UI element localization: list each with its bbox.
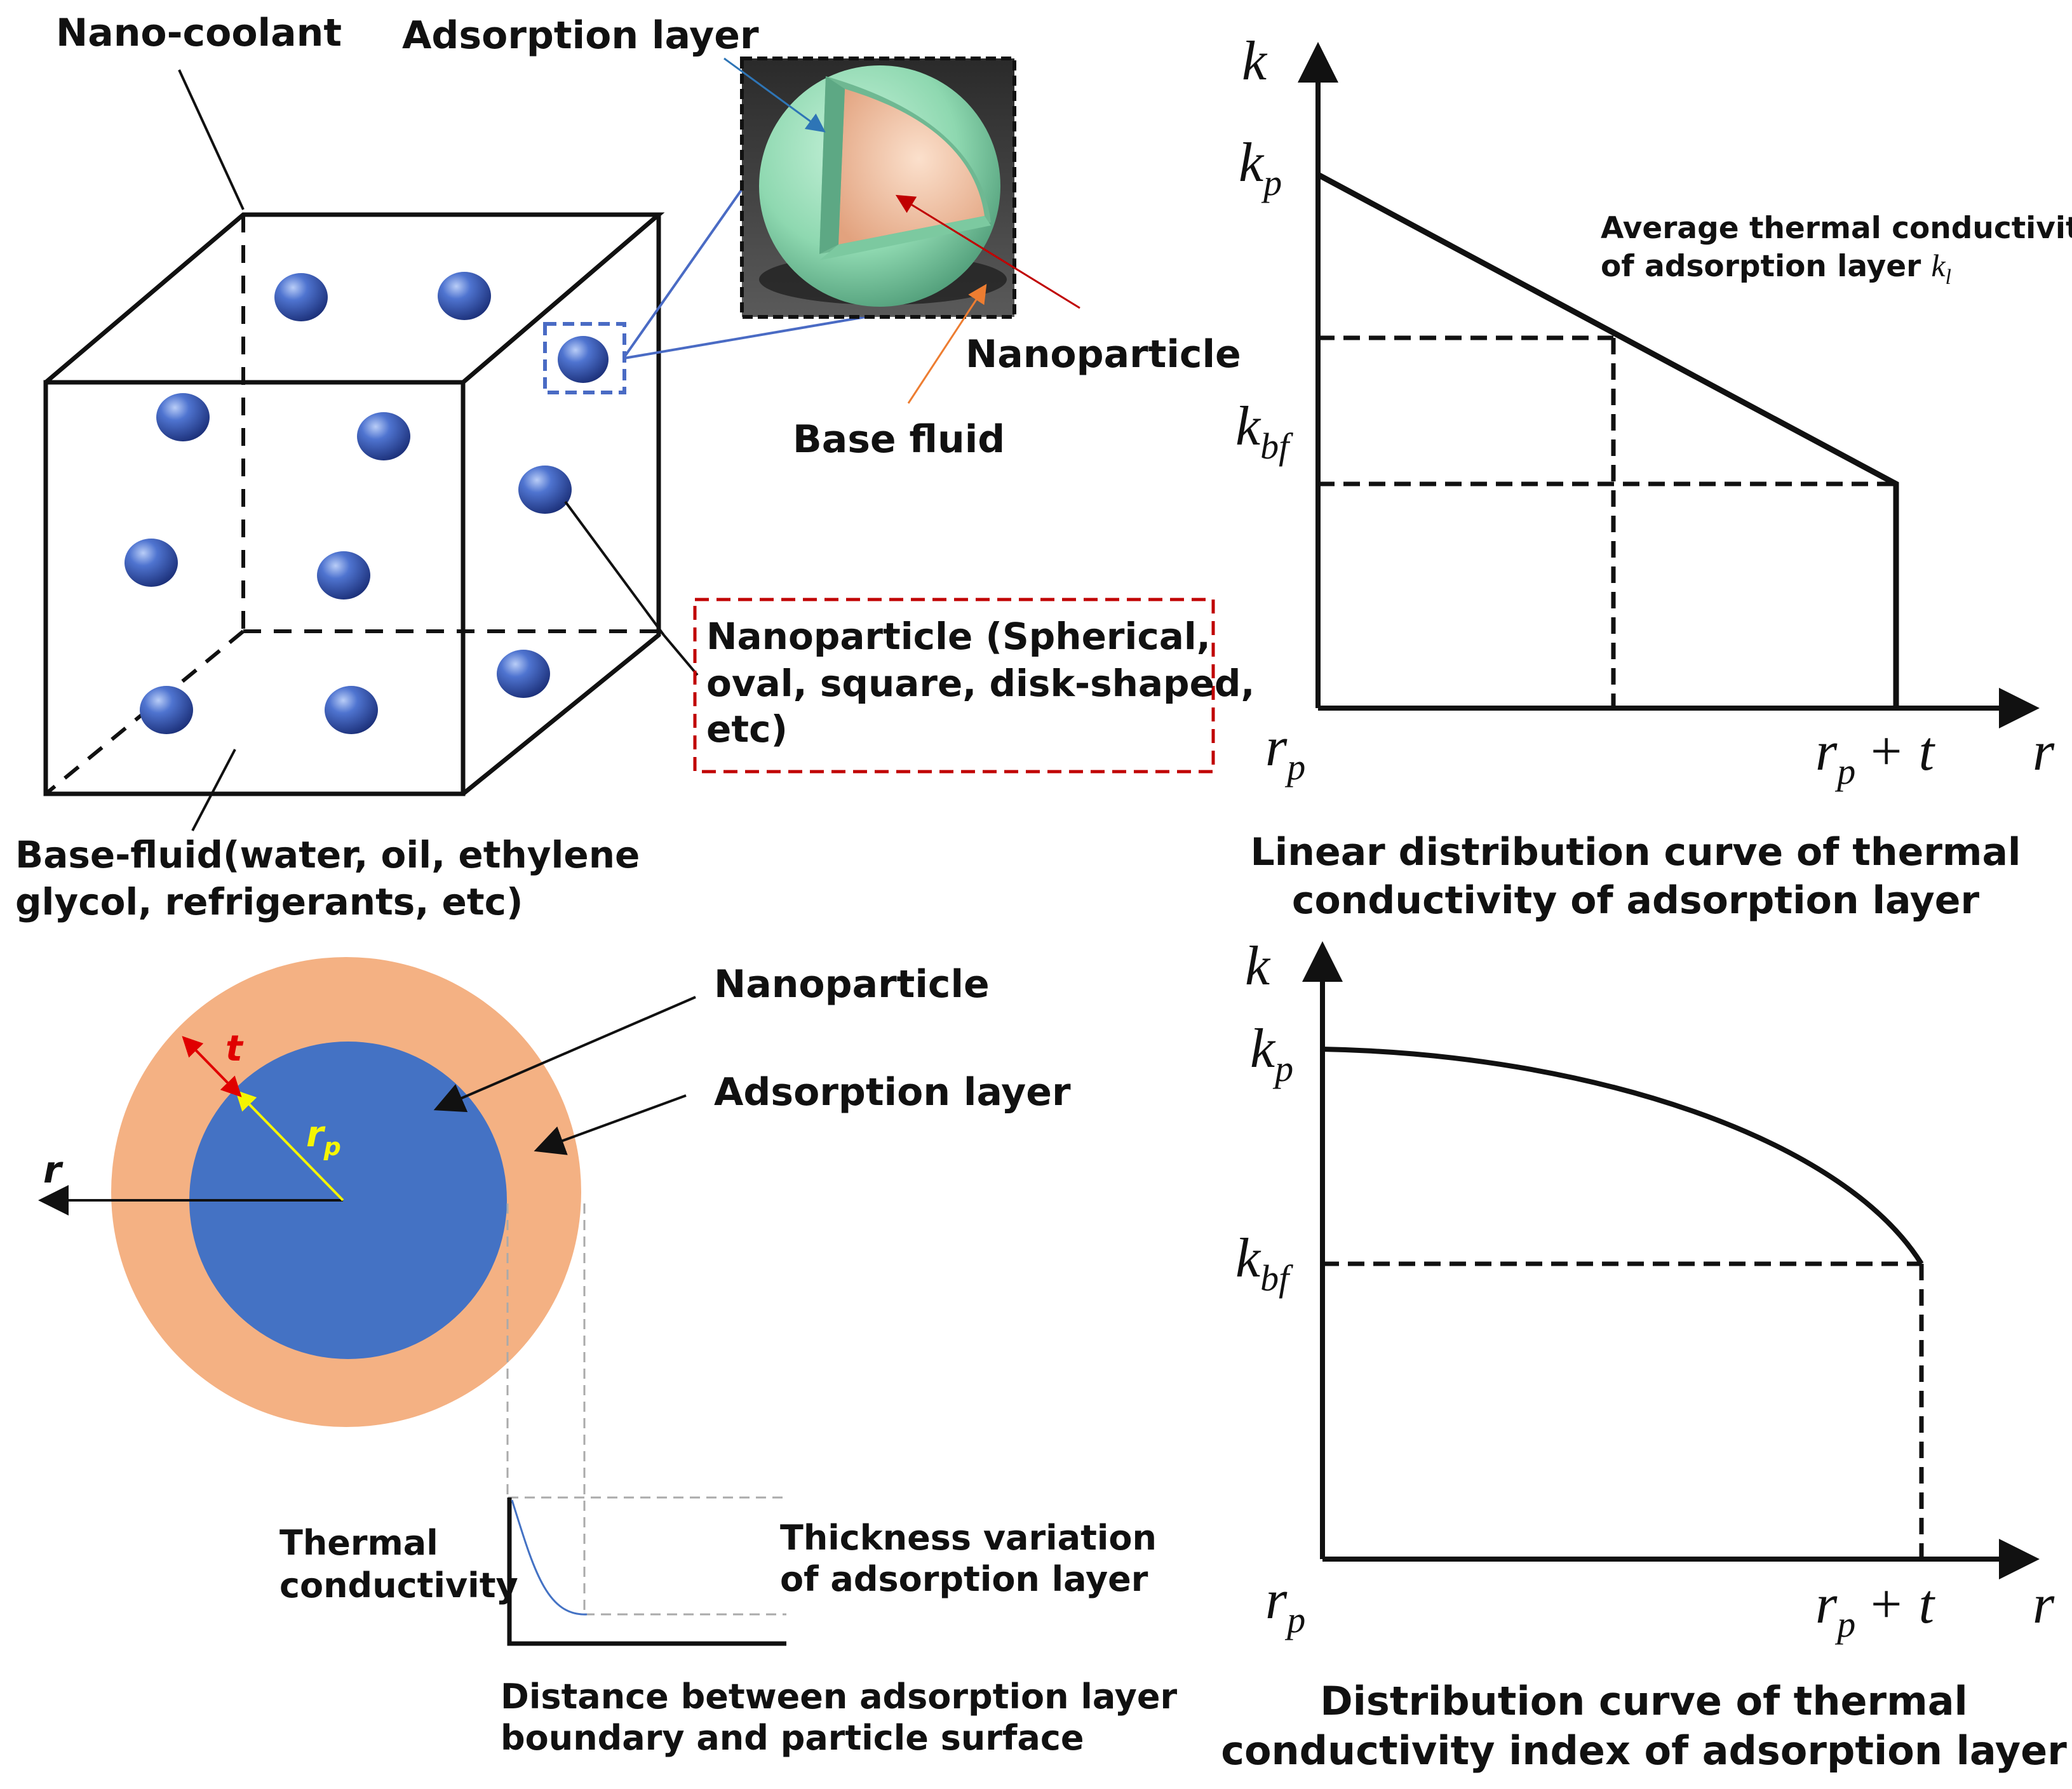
nanoparticle-balls	[124, 272, 609, 734]
label-nanoparticle: Nanoparticle	[965, 332, 1241, 377]
base-fluid-caption-2: glycol, refrigerants, etc)	[15, 880, 523, 923]
sphere-icon	[497, 650, 550, 698]
br-kbf-label: kbf	[1235, 1228, 1293, 1299]
bl-label-adsorption-layer: Adsorption layer	[714, 1070, 1071, 1115]
callout-line-2: oval, square, disk-shaped,	[706, 662, 1255, 705]
inset-ylabel-1: Thermal	[279, 1523, 438, 1563]
tr-rp-label: rp	[1265, 716, 1305, 787]
inset-xlabel-1: Distance between adsorption layer	[501, 1677, 1177, 1717]
callout-line-3: etc)	[706, 707, 788, 751]
linear-conductivity-line	[1316, 172, 1899, 708]
sphere-icon	[325, 686, 378, 734]
inset-xlabel-2: boundary and particle surface	[501, 1718, 1084, 1758]
sphere-icon	[156, 393, 210, 441]
tr-kp-label: kp	[1239, 132, 1282, 203]
thickness-decay-curve	[511, 1499, 588, 1616]
inset-title-2: of adsorption layer	[780, 1559, 1148, 1599]
avg-annotation-1: Average thermal conductivity	[1601, 211, 2072, 246]
tr-caption-1: Linear distribution curve of thermal	[1250, 830, 2021, 874]
label-base-fluid: Base fluid	[793, 417, 1005, 462]
tr-caption-2: conductivity of adsorption layer	[1292, 878, 1980, 923]
br-rpt-label: rp+ t	[1815, 1574, 1936, 1645]
sphere-icon	[518, 466, 572, 514]
label-adsorption-layer: Adsorption layer	[402, 13, 759, 58]
sphere-icon	[317, 551, 370, 600]
sphere-icon	[274, 273, 328, 321]
symbol-t: t	[225, 1028, 244, 1069]
tr-y-axis-label: k	[1242, 30, 1268, 92]
shape-callout-box	[693, 598, 1215, 774]
sphere-icon	[124, 539, 178, 587]
nanoparticle-core	[189, 1042, 507, 1359]
br-kp-label: kp	[1250, 1018, 1293, 1089]
br-rp-label: rp	[1265, 1569, 1305, 1640]
tr-rpt-label: rp+ t	[1815, 721, 1936, 792]
br-y-axis-label: k	[1245, 935, 1271, 997]
tr-kbf-label: kbf	[1235, 396, 1293, 467]
sphere-icon	[357, 412, 410, 460]
symbol-rp: rp	[306, 1114, 341, 1161]
br-x-axis-label: r	[2033, 1574, 2055, 1635]
sphere-icon	[438, 272, 491, 320]
index-distribution-chart: k kp kbf rp rp+ t r Distribution curve o…	[1221, 935, 2067, 1774]
sphere-icon	[140, 686, 193, 734]
index-conductivity-curve	[1322, 1047, 1924, 1266]
callout-line-1: Nanoparticle (Spherical,	[706, 615, 1211, 658]
cross-section-panel: r t rp Nanoparticle Adsorption layer The…	[38, 957, 1177, 1758]
bl-label-nanoparticle: Nanoparticle	[714, 962, 990, 1007]
sphere-icon	[558, 336, 609, 383]
cube-panel: Nano-coolant Adsorption layer Nanopartic…	[15, 11, 1255, 923]
sphere-cutaway-icon	[740, 57, 1016, 319]
linear-distribution-chart: k kp kbf rp rp+ t r Average thermal cond…	[1235, 30, 2072, 923]
tr-x-axis-label: r	[2033, 721, 2055, 782]
base-fluid-caption-1: Base-fluid(water, oil, ethylene	[15, 833, 640, 876]
inset-title-1: Thickness variation	[780, 1518, 1157, 1558]
inset-ylabel-2: conductivity	[279, 1565, 518, 1605]
label-nano-coolant: Nano-coolant	[56, 11, 342, 55]
br-caption-2: conductivity index of adsorption layer	[1221, 1727, 2067, 1774]
br-caption-1: Distribution curve of thermal	[1320, 1678, 1968, 1724]
symbol-r: r	[43, 1148, 64, 1191]
